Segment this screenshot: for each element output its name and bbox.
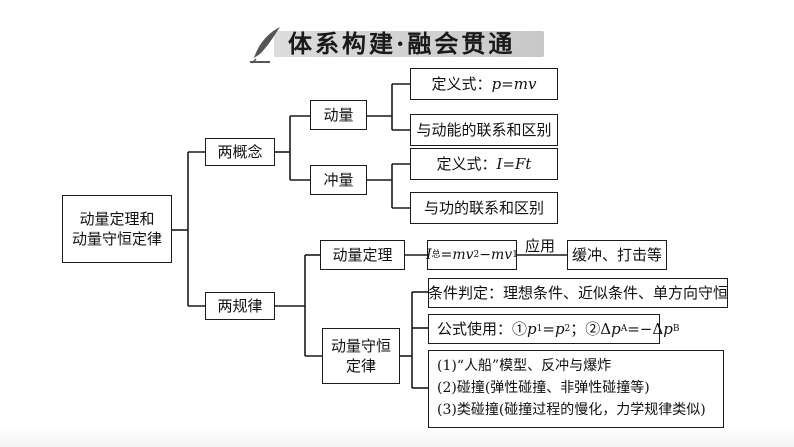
node-impulse-label: 冲量 — [323, 170, 354, 189]
momentum-def-formula: p=mv — [491, 74, 537, 93]
header-banner — [274, 31, 544, 57]
formula-I-sub: 总 — [431, 249, 441, 260]
impulse-relation: 与功的联系和区别 — [410, 192, 558, 224]
conditions-box: 条件判定：理想条件、近似条件、单方向守恒 — [428, 278, 728, 308]
root-node: 动量定理和 动量守恒定律 — [62, 195, 172, 263]
page-title: 体系构建·融会贯通 — [288, 29, 516, 58]
quill-icon — [250, 27, 280, 64]
branch-laws: 两规律 — [205, 292, 275, 320]
formula-pa: p — [611, 319, 621, 338]
momentum-definition: 定义式：p=mv — [410, 68, 558, 100]
root-label-line2: 动量守恒定律 — [71, 230, 162, 248]
impulse-def-label: 定义式： — [436, 154, 497, 173]
formula-I: I — [426, 246, 432, 263]
momentum-def-label: 定义式： — [431, 74, 492, 93]
formula-sub2: 2 — [473, 249, 480, 260]
section-header: 体系构建·融会贯通 — [248, 22, 548, 66]
formula-rest1: =mv — [440, 246, 474, 263]
formula-use-label: 公式使用：① — [437, 319, 528, 338]
conservation-line1: 动量守恒 — [331, 336, 392, 355]
node-momentum-label: 动量 — [323, 105, 354, 124]
formula-rest2: −mv — [479, 246, 513, 263]
node-momentum: 动量 — [310, 100, 367, 130]
momentum-relation-label: 与动能的联系和区别 — [416, 120, 552, 139]
formula-sep: ；②Δ — [570, 319, 612, 338]
apply-label: 应用 — [525, 237, 556, 255]
formula-eq2: =−Δ — [627, 319, 664, 338]
models-box: (1)“人船”模型、反冲与爆炸 (2)碰撞(弹性碰撞、非弹性碰撞等) (3)类碰… — [428, 350, 724, 428]
root-label-line1: 动量定理和 — [79, 209, 155, 228]
branch-laws-label: 两规律 — [217, 296, 263, 315]
formula-p1-sub: 1 — [536, 323, 543, 334]
model-item: (2)碰撞(弹性碰撞、非弹性碰撞等) — [437, 380, 650, 397]
formula-pb-sub: B — [672, 323, 680, 334]
node-theorem-label: 动量定理 — [332, 245, 393, 264]
model-item: (1)“人船”模型、反冲与爆炸 — [437, 358, 612, 375]
applications-box: 缓冲、打击等 — [567, 240, 667, 270]
formula-eq: = — [542, 319, 555, 338]
conditions-label: 条件判定：理想条件、近似条件、单方向守恒 — [428, 283, 729, 302]
impulse-definition: 定义式：I=Ft — [410, 148, 558, 180]
formula-pa-sub: A — [620, 323, 628, 334]
model-item: (3)类碰撞(碰撞过程的慢化，力学规律类似) — [437, 401, 706, 418]
node-impulse: 冲量 — [310, 165, 367, 195]
bottom-shade — [0, 427, 794, 447]
formula-p2-sub: 2 — [564, 323, 571, 334]
conservation-line2: 定律 — [345, 357, 376, 375]
formula-sub1: 1 — [512, 249, 518, 260]
branch-concepts-label: 两概念 — [217, 142, 263, 161]
momentum-relation: 与动能的联系和区别 — [410, 114, 558, 146]
node-conservation: 动量守恒 定律 — [322, 328, 400, 384]
impulse-def-formula: I=Ft — [496, 154, 532, 173]
formula-p2: p — [554, 319, 565, 338]
formula-pb: p — [663, 319, 673, 338]
formula-p1: p — [527, 319, 537, 338]
branch-concepts: 两概念 — [205, 138, 275, 166]
applications-label: 缓冲、打击等 — [572, 245, 663, 264]
impulse-relation-label: 与功的联系和区别 — [423, 198, 544, 217]
node-theorem: 动量定理 — [320, 240, 405, 270]
